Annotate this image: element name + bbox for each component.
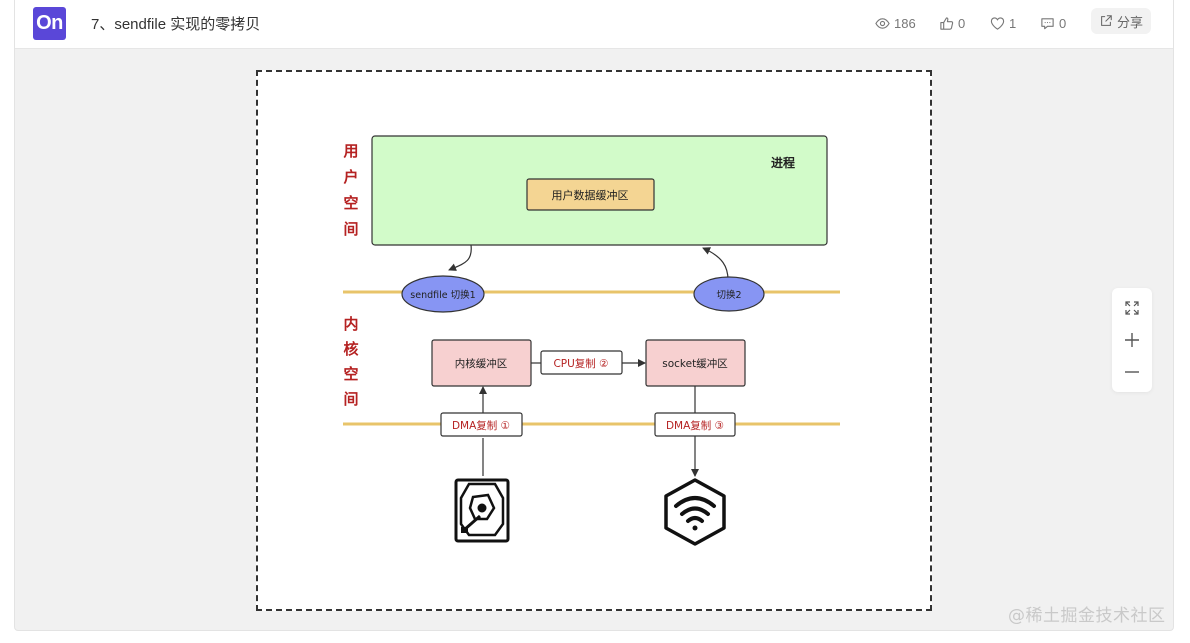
user-space-char: 间 <box>343 220 358 238</box>
zoom-in-button[interactable] <box>1120 328 1144 352</box>
fit-screen-button[interactable] <box>1120 296 1144 320</box>
heart-icon <box>990 16 1005 30</box>
comments-count: 0 <box>1059 15 1067 31</box>
plus-icon <box>1125 333 1139 347</box>
user-space-char: 空 <box>343 194 358 212</box>
comment-icon <box>1041 17 1054 29</box>
user-buffer-label: 用户数据缓冲区 <box>552 188 629 202</box>
dma-copy3-label: DMA复制 ③ <box>666 419 724 432</box>
app-logo[interactable]: On <box>33 7 66 40</box>
hard-disk-icon <box>454 478 510 543</box>
kernel-space-char: 间 <box>343 390 358 408</box>
thumbs-up-icon <box>940 16 954 30</box>
socket-buffer-label: socket缓冲区 <box>662 357 727 370</box>
kernel-space-char: 内 <box>343 315 358 333</box>
process-label: 进程 <box>771 155 795 170</box>
diagram-canvas: 用 户 空 间 内 核 空 间 进程 用户数据缓冲区 sendfile 切换1 <box>256 70 932 611</box>
watermark: @稀土掘金技术社区 <box>1008 606 1166 626</box>
eye-icon <box>875 17 890 29</box>
kernel-buffer-label: 内核缓冲区 <box>455 357 508 370</box>
document-title: 7、sendfile 实现的零拷贝 <box>91 16 261 33</box>
minus-icon <box>1125 371 1139 373</box>
switch2-label: 切换2 <box>716 289 741 301</box>
wifi-hexagon-icon <box>664 478 726 546</box>
share-icon <box>1101 15 1112 26</box>
share-label: 分享 <box>1116 14 1143 30</box>
views-count: 186 <box>894 15 916 31</box>
viewer-frame: On 7、sendfile 实现的零拷贝 186 0 1 0 分享 <box>14 0 1174 631</box>
cpu-copy-label: CPU复制 ② <box>553 357 608 370</box>
kernel-space-char: 空 <box>343 365 358 383</box>
share-button[interactable]: 分享 <box>1091 8 1151 34</box>
favorites-count: 1 <box>1009 15 1017 31</box>
switch1-arrow <box>448 244 472 271</box>
header-bar: On 7、sendfile 实现的零拷贝 186 0 1 0 分享 <box>15 0 1173 49</box>
user-space-char: 用 <box>343 142 358 160</box>
switch2-arrow <box>702 247 729 281</box>
dma-copy1-box <box>440 412 523 437</box>
zoom-out-button[interactable] <box>1120 360 1144 384</box>
user-buffer-box <box>526 178 655 211</box>
switch2-node <box>693 276 765 312</box>
dma-copy1-label: DMA复制 ① <box>452 419 510 432</box>
zero-copy-diagram: 用 户 空 间 内 核 空 间 进程 用户数据缓冲区 sendfile 切换1 <box>343 135 840 546</box>
like-button[interactable]: 0 <box>939 14 965 32</box>
views-stat: 186 <box>875 14 916 32</box>
sendfile-switch1-label: sendfile 切换1 <box>410 289 475 301</box>
comment-button[interactable]: 0 <box>1040 14 1066 32</box>
zoom-controls <box>1112 288 1152 392</box>
user-space-char: 户 <box>343 168 358 186</box>
likes-count: 0 <box>958 15 966 31</box>
fit-screen-icon <box>1125 301 1139 315</box>
sendfile-switch1-node <box>401 275 485 313</box>
favorite-button[interactable]: 1 <box>990 14 1016 32</box>
kernel-space-char: 核 <box>343 340 358 358</box>
